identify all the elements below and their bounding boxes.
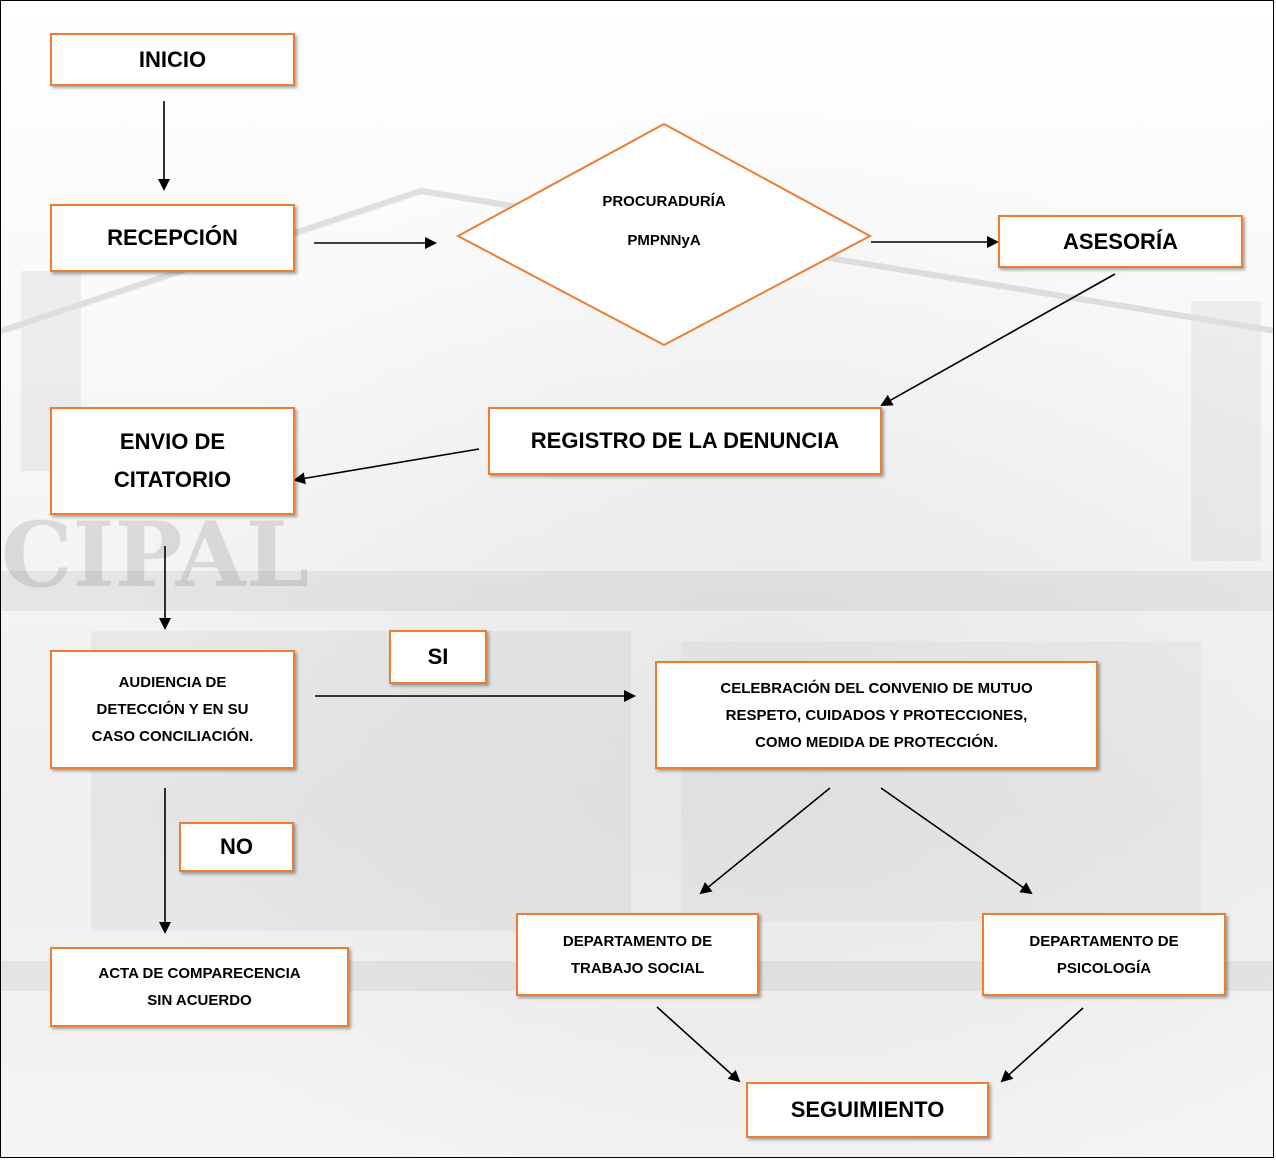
asesoria-box: ASESORÍA <box>998 215 1243 268</box>
celebracion-label-line-2: RESPETO, CUIDADOS Y PROTECCIONES, <box>725 706 1028 724</box>
procuraduria-diamond <box>455 122 873 347</box>
seguimiento-label: SEGUIMIENTO <box>790 1097 945 1122</box>
arrow-asesoria-registro <box>880 273 1116 406</box>
asesoria-label: ASESORÍA <box>1063 228 1178 254</box>
background-lettering: CIPAL <box>1 502 309 608</box>
si-label: SI <box>427 644 449 669</box>
recepcion-box: RECEPCIÓN <box>50 204 295 272</box>
procuraduria-line-1: PROCURADURÍA <box>602 193 726 210</box>
trabajo-label-line-2: TRABAJO SOCIAL <box>570 959 705 977</box>
registro-label: REGISTRO DE LA DENUNCIA <box>530 428 840 453</box>
arrow-registro-envio <box>293 448 480 485</box>
registro-box: REGISTRO DE LA DENUNCIA <box>488 407 882 475</box>
celebracion-convenio-box: CELEBRACIÓN DEL CONVENIO DE MUTUO RESPET… <box>655 661 1098 769</box>
recepcion-label: RECEPCIÓN <box>107 225 238 250</box>
no-box: NO <box>179 822 294 872</box>
audiencia-box: AUDIENCIA DE DETECCIÓN Y EN SU CASO CONC… <box>50 650 295 769</box>
envio-label-line-2: CITATORIO <box>113 467 232 492</box>
inicio-label: INICIO <box>138 46 207 72</box>
acta-comparecencia-box: ACTA DE COMPARECENCIA SIN ACUERDO <box>50 947 349 1027</box>
trabajo-label-line-1: DEPARTAMENTO DE <box>562 932 713 950</box>
si-box: SI <box>389 630 487 684</box>
arrow-celebracion-trabajo <box>699 787 831 895</box>
seguimiento-box: SEGUIMIENTO <box>746 1082 989 1138</box>
celebracion-label-line-1: CELEBRACIÓN DEL CONVENIO DE MUTUO <box>720 679 1033 697</box>
arrow-celebracion-psicologia <box>880 787 1033 895</box>
procuraduria-label: PROCURADURÍA PMPNNyA <box>564 193 764 249</box>
envio-label-line-1: ENVIO DE <box>119 429 226 454</box>
envio-citatorio-box: ENVIO DE CITATORIO <box>50 407 295 515</box>
inicio-box: INICIO <box>50 33 295 86</box>
audiencia-label-line-3: CASO CONCILIACIÓN. <box>91 728 254 745</box>
audiencia-label-line-2: DETECCIÓN Y EN SU <box>96 701 249 718</box>
trabajo-social-box: DEPARTAMENTO DE TRABAJO SOCIAL <box>516 913 759 996</box>
no-label: NO <box>220 834 253 859</box>
acta-label-line-2: SIN ACUERDO <box>147 992 252 1009</box>
arrow-psicologia-seguimiento <box>1000 1007 1084 1083</box>
psicologia-box: DEPARTAMENTO DE PSICOLOGÍA <box>982 913 1226 996</box>
celebracion-label-line-3: COMO MEDIDA DE PROTECCIÓN. <box>755 733 998 751</box>
procuraduria-line-2: PMPNNyA <box>627 232 701 249</box>
audiencia-label-line-1: AUDIENCIA DE <box>118 674 227 691</box>
arrow-trabajo-seguimiento <box>656 1006 741 1083</box>
psicologia-label-line-2: PSICOLOGÍA <box>1056 959 1152 977</box>
acta-label-line-1: ACTA DE COMPARECENCIA <box>98 965 301 982</box>
psicologia-label-line-1: DEPARTAMENTO DE <box>1029 932 1179 950</box>
